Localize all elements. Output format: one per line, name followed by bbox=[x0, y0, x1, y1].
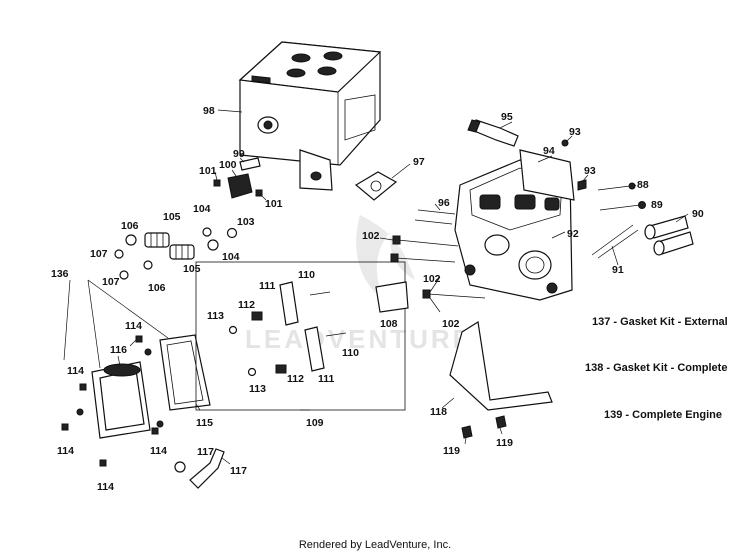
callout-105a: 105 bbox=[163, 211, 181, 223]
callout-104b: 104 bbox=[222, 251, 240, 263]
callouts: 98 95 93 94 93 97 99 100 101 101 88 89 9… bbox=[51, 105, 704, 493]
legend-137: 137 - Gasket Kit - External bbox=[592, 316, 728, 328]
rocker-parts bbox=[228, 281, 347, 377]
bolt-101a bbox=[213, 179, 221, 187]
callout-107b: 107 bbox=[102, 276, 120, 288]
callout-118: 118 bbox=[430, 406, 447, 418]
callout-92: 92 bbox=[567, 228, 579, 240]
cover-gasket bbox=[159, 334, 211, 411]
callout-93a: 93 bbox=[569, 126, 581, 138]
callout-95: 95 bbox=[501, 111, 513, 123]
callout-91: 91 bbox=[612, 264, 624, 276]
callout-117b: 117 bbox=[230, 465, 247, 477]
callout-115: 115 bbox=[196, 417, 213, 429]
exhaust-gasket bbox=[354, 171, 398, 201]
callout-99: 99 bbox=[233, 148, 245, 160]
callout-113a: 113 bbox=[207, 310, 224, 322]
breather-tube bbox=[174, 448, 225, 489]
legend-138: 138 - Gasket Kit - Complete bbox=[585, 362, 727, 374]
callout-104a: 104 bbox=[193, 203, 211, 215]
screw-119a bbox=[461, 425, 473, 439]
callout-114e: 114 bbox=[97, 481, 114, 493]
callout-109: 109 bbox=[306, 417, 324, 429]
callout-101b: 101 bbox=[265, 198, 283, 210]
callout-106a: 106 bbox=[121, 220, 139, 232]
callout-112b: 112 bbox=[287, 373, 304, 385]
legend: 137 - Gasket Kit - External 138 - Gasket… bbox=[585, 316, 728, 421]
watermark: LEADVENTURE bbox=[245, 215, 473, 354]
head-bolts bbox=[390, 235, 486, 299]
callout-102b: 102 bbox=[423, 273, 441, 285]
callout-89: 89 bbox=[651, 199, 663, 211]
callout-98: 98 bbox=[203, 105, 215, 117]
callout-117a: 117 bbox=[197, 446, 214, 458]
callout-114c: 114 bbox=[57, 445, 74, 457]
callout-106b: 106 bbox=[148, 282, 166, 294]
valve-parts bbox=[591, 182, 694, 259]
cylinder-head bbox=[454, 159, 573, 301]
callout-136: 136 bbox=[51, 268, 69, 280]
deflector-118 bbox=[449, 321, 553, 411]
legend-139: 139 - Complete Engine bbox=[604, 409, 722, 421]
callout-119a: 119 bbox=[443, 445, 460, 457]
stud-96b bbox=[414, 219, 453, 225]
callout-110b: 110 bbox=[342, 347, 359, 359]
callout-113b: 113 bbox=[249, 383, 266, 395]
callout-97: 97 bbox=[413, 156, 425, 168]
callout-94: 94 bbox=[543, 145, 555, 157]
callout-100: 100 bbox=[219, 159, 237, 171]
callout-119b: 119 bbox=[496, 437, 513, 449]
callout-101a: 101 bbox=[199, 165, 217, 177]
callout-111a: 111 bbox=[259, 280, 276, 292]
callout-114a: 114 bbox=[125, 320, 142, 332]
leader-lines bbox=[63, 109, 689, 465]
head-gasket bbox=[519, 149, 575, 201]
callout-102c: 102 bbox=[442, 318, 460, 330]
callout-110a: 110 bbox=[298, 269, 315, 281]
spark-plug bbox=[467, 119, 519, 147]
callout-114d: 114 bbox=[150, 445, 167, 457]
bolt-101b bbox=[255, 189, 263, 197]
footer-credit: Rendered by LeadVenture, Inc. bbox=[298, 539, 452, 551]
callout-88: 88 bbox=[637, 179, 649, 191]
muffler bbox=[238, 41, 382, 191]
valve-springs bbox=[114, 227, 238, 280]
valve-cover bbox=[76, 348, 164, 439]
callout-96: 96 bbox=[438, 197, 450, 209]
stud-96a bbox=[417, 209, 456, 215]
callout-108: 108 bbox=[380, 318, 398, 330]
screw-119b bbox=[495, 415, 507, 429]
callout-103: 103 bbox=[237, 216, 255, 228]
callout-107a: 107 bbox=[90, 248, 108, 260]
cover-screws bbox=[61, 335, 159, 467]
plate-108 bbox=[375, 281, 409, 313]
ignition-part-100 bbox=[227, 173, 253, 199]
callout-90: 90 bbox=[692, 208, 704, 220]
callout-116: 116 bbox=[110, 344, 127, 356]
watermark-text: LEADVENTURE bbox=[245, 324, 473, 354]
callout-111b: 111 bbox=[318, 373, 335, 385]
callout-114b: 114 bbox=[67, 365, 84, 377]
callout-112a: 112 bbox=[238, 299, 255, 311]
callout-105b: 105 bbox=[183, 263, 201, 275]
callout-102a: 102 bbox=[362, 230, 380, 242]
gasket-99 bbox=[239, 157, 261, 171]
callout-93b: 93 bbox=[584, 165, 596, 177]
